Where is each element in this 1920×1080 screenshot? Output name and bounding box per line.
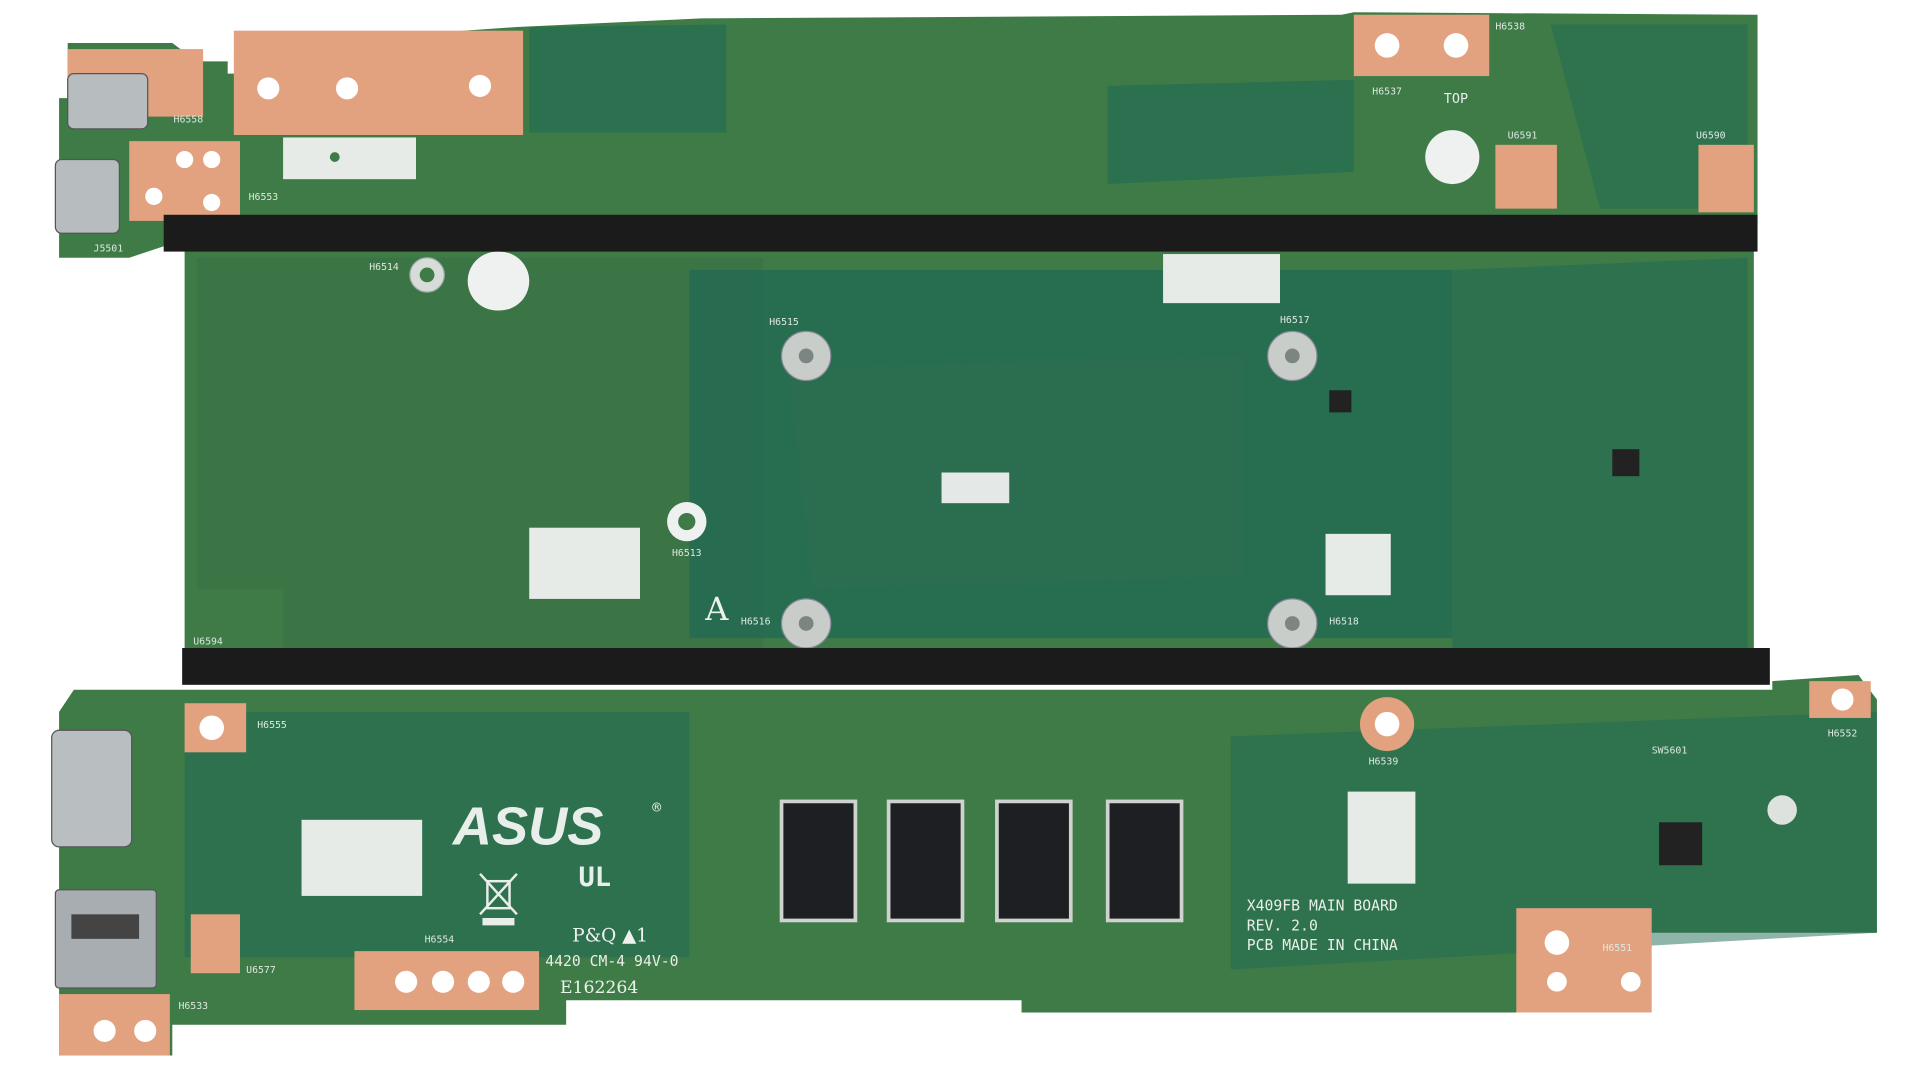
ref-u6594: U6594 <box>193 636 223 647</box>
ref-u6577: U6577 <box>246 965 276 976</box>
ref-h6558: H6558 <box>174 115 204 126</box>
ref-h6554: H6554 <box>425 935 455 946</box>
middle-board-section: A <box>184 239 1754 663</box>
svg-text:®: ® <box>652 799 661 816</box>
foam-strip-top <box>163 214 1758 252</box>
ref-h6537: H6537 <box>1372 87 1402 98</box>
model-line-2: REV. 2.0 <box>1247 917 1318 934</box>
weee-bin-icon <box>479 872 518 916</box>
top-marker: TOP <box>1444 91 1468 107</box>
cert-line: 4420 CM-4 94V-0 <box>545 953 678 970</box>
ref-h6515: H6515 <box>769 317 799 328</box>
ref-h6518: H6518 <box>1329 617 1359 628</box>
asus-logo: ASUS <box>451 796 603 856</box>
ref-h6551: H6551 <box>1602 943 1632 954</box>
ref-j5501: J5501 <box>94 244 124 255</box>
model-line-3: PCB MADE IN CHINA <box>1247 937 1398 954</box>
ref-h6553: H6553 <box>249 192 279 203</box>
bottom-board-section: ASUS ® UL P&Q ▲1 4420 CM-4 94V-0 E162264… <box>51 675 1877 1056</box>
ref-u6590: U6590 <box>1696 131 1726 142</box>
usb-c-port-2 <box>54 158 120 234</box>
ref-h6514: H6514 <box>369 262 399 273</box>
ul-number: E162264 <box>560 978 638 998</box>
ref-u6591: U6591 <box>1508 131 1538 142</box>
top-board-section <box>54 12 1758 258</box>
ref-h6516: H6516 <box>741 617 771 628</box>
ref-h6533: H6533 <box>178 1001 208 1012</box>
usb-c-port-top <box>67 73 149 130</box>
reference-designators: H6558 H6553 J5501 H6514 H6515 H6517 H651… <box>94 21 1858 1011</box>
ref-h6552: H6552 <box>1828 728 1858 739</box>
ram-chips <box>779 799 1184 923</box>
usb-c-port-bottom <box>51 729 133 848</box>
ref-h6538: H6538 <box>1495 21 1525 32</box>
ref-h6555: H6555 <box>257 720 287 731</box>
side-marker-a: A <box>704 590 729 628</box>
foam-strip-bottom <box>182 648 1770 685</box>
ref-h6517: H6517 <box>1280 315 1310 326</box>
ref-h6539: H6539 <box>1369 757 1399 768</box>
model-line-1: X409FB MAIN BOARD <box>1247 898 1398 915</box>
ref-sw5601: SW5601 <box>1652 746 1688 757</box>
cert-pq: P&Q ▲1 <box>572 925 648 946</box>
ul-mark-icon: UL <box>578 862 611 893</box>
ref-h6513: H6513 <box>672 548 702 559</box>
